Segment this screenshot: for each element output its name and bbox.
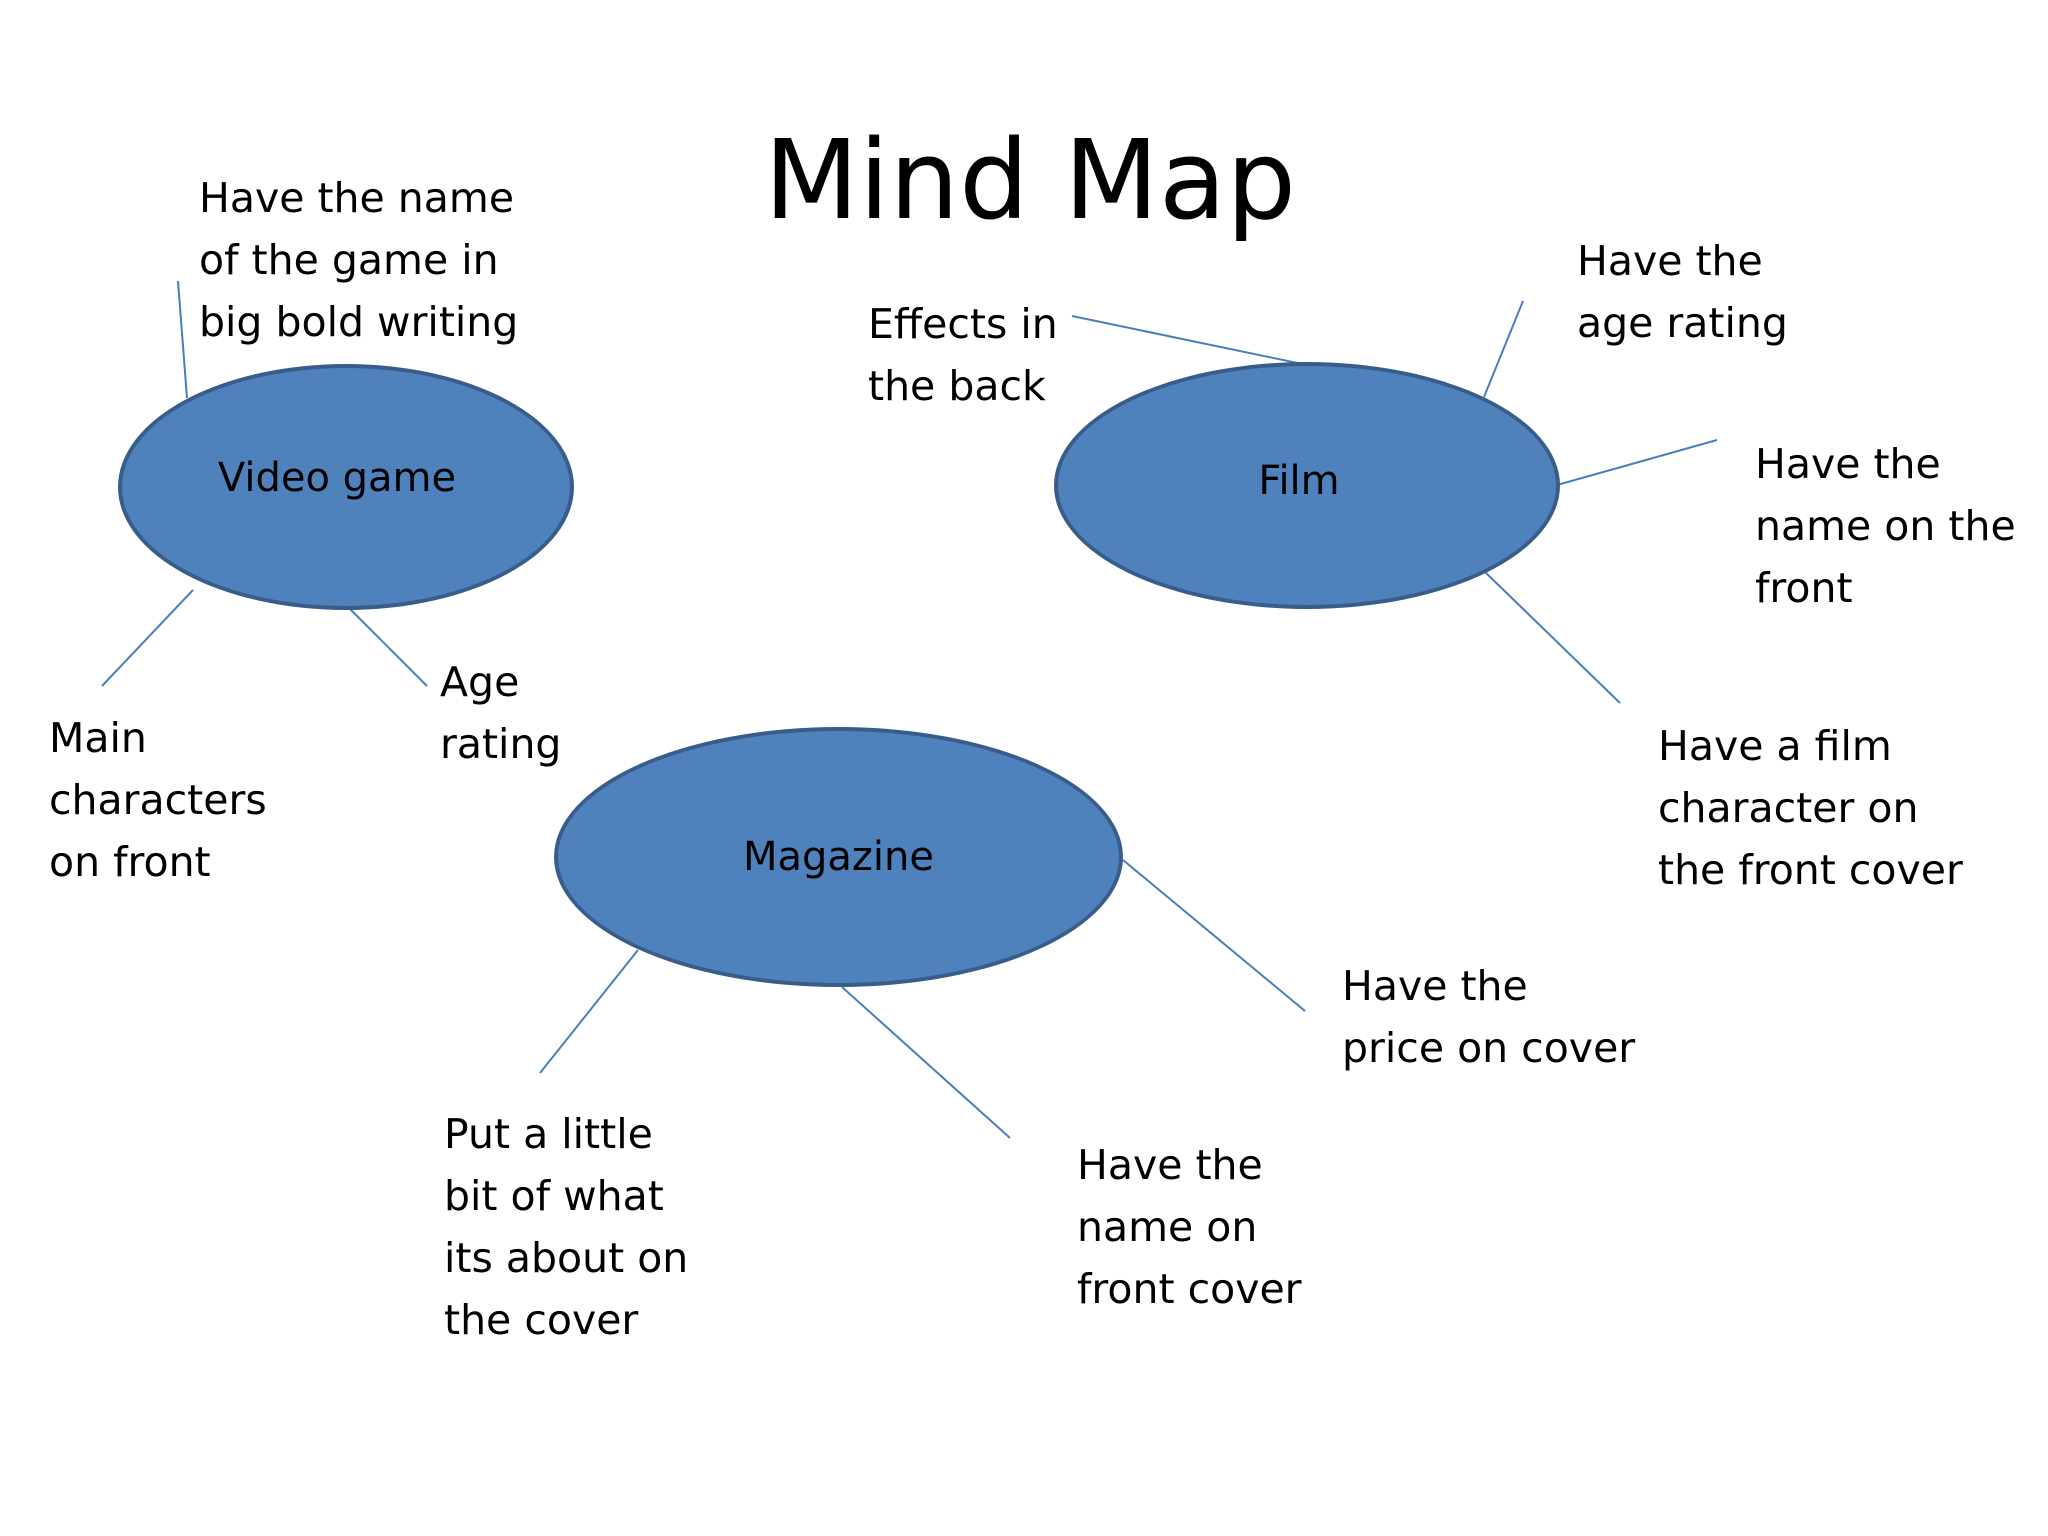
branch-label-effects-back: Effects in the back <box>868 300 1058 410</box>
node-video-game: Video game <box>118 364 574 610</box>
branch-label-about-cover: Put a little bit of what its about on th… <box>444 1110 689 1344</box>
link-video-game-characters <box>101 589 194 687</box>
branch-label-game-name: Have the name of the game in big bold wr… <box>199 174 519 346</box>
link-video-game-age <box>349 608 428 687</box>
branch-label-age-rating: Age rating <box>440 658 562 768</box>
node-film: Film <box>1054 362 1560 609</box>
branch-label-main-characters: Main characters on front <box>49 714 267 886</box>
branch-label-name-front-cover: Have the name on front cover <box>1077 1141 1302 1313</box>
link-magazine-about <box>539 949 639 1074</box>
node-magazine: Magazine <box>554 727 1123 987</box>
node-label: Film <box>1258 457 1340 504</box>
link-film-effects <box>1071 315 1308 366</box>
link-film-age <box>1483 300 1524 398</box>
branch-label-film-character: Have a film character on the front cover <box>1658 722 1963 894</box>
node-label: Magazine <box>743 834 934 880</box>
link-magazine-price <box>1122 859 1306 1012</box>
link-film-character <box>1483 570 1621 704</box>
link-film-name <box>1556 439 1718 486</box>
branch-label-film-age-rating: Have the age rating <box>1577 237 1788 347</box>
branch-label-film-name-front: Have the name on the front <box>1755 440 2016 612</box>
page-title: Mind Map <box>763 116 1297 244</box>
branch-label-price-cover: Have the price on cover <box>1342 962 1636 1072</box>
link-video-game-name <box>177 280 188 399</box>
node-label: Video game <box>217 455 457 501</box>
link-magazine-name <box>841 986 1011 1139</box>
